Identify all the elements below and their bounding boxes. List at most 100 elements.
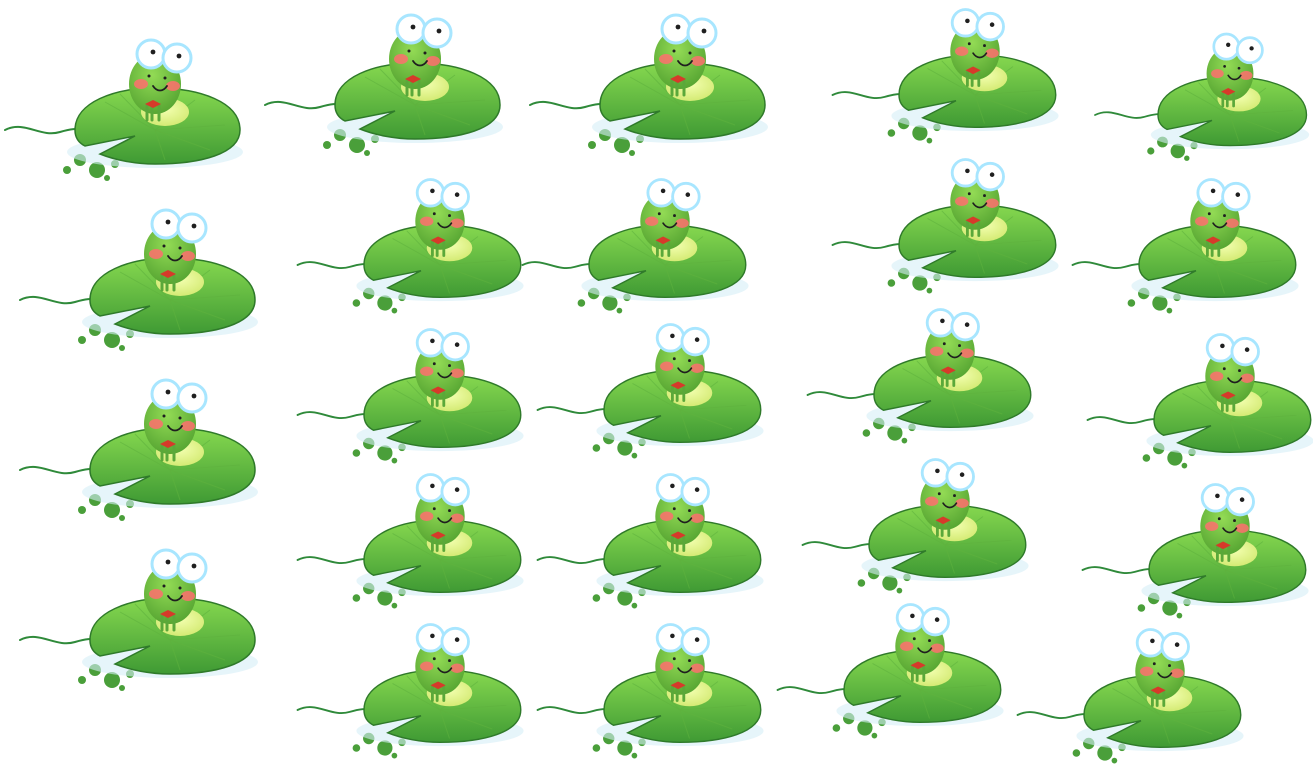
water-droplet: [391, 307, 398, 314]
frog-legs: [405, 79, 421, 97]
frog-dot: [983, 44, 986, 48]
pad-vein: [439, 704, 507, 711]
lily-pad-stem: [1086, 416, 1165, 425]
pad-vein: [944, 544, 955, 574]
frog-eye: [975, 11, 1005, 42]
pad-vein: [119, 441, 171, 471]
frog-dot: [672, 507, 676, 511]
frog-pupil: [701, 28, 707, 34]
frog-cheek: [930, 643, 944, 653]
pad-vein: [1112, 687, 1161, 716]
pad-vein: [1214, 264, 1268, 285]
bowtie-icon: [910, 661, 926, 670]
water-droplet: [629, 150, 635, 156]
frog-cheek: [149, 249, 163, 259]
frog-legs: [940, 370, 956, 387]
pad-vein: [679, 559, 690, 589]
water-droplet: [617, 440, 633, 456]
pad-vein: [406, 525, 441, 561]
lily-pad-stem: [806, 391, 885, 400]
frog-dot: [432, 507, 436, 511]
water-droplet: [592, 444, 601, 452]
frog: [415, 623, 473, 707]
water-droplet: [364, 150, 370, 156]
water-droplet: [352, 744, 361, 752]
lily-pad-stem: [1016, 711, 1095, 720]
pad-vein: [646, 525, 681, 561]
water-droplet: [862, 429, 871, 437]
frog-dot: [448, 659, 451, 663]
frog-legs: [160, 274, 176, 292]
lily-pad-stem: [19, 295, 101, 305]
frog-pupil: [934, 617, 940, 622]
pad-vein: [1159, 709, 1227, 716]
pad-vein: [379, 68, 416, 106]
pad-vein: [414, 104, 471, 126]
pad-vein: [392, 682, 441, 711]
frog-smile: [437, 667, 453, 674]
frog-smile: [677, 367, 693, 374]
pad-vein: [169, 634, 241, 641]
frog-pupil: [430, 188, 435, 194]
frog-eye: [1205, 333, 1236, 363]
frog-dot: [928, 639, 931, 643]
water-droplet: [887, 425, 903, 441]
pad-vein: [1229, 110, 1294, 116]
frog-cheek: [925, 496, 939, 507]
pad-vein: [974, 239, 1042, 246]
frog-cheek: [1205, 521, 1219, 532]
frog: [1135, 628, 1193, 712]
frog-dot: [672, 657, 676, 661]
frog-dot: [1168, 664, 1171, 668]
pad-vein: [104, 101, 156, 131]
frog-pupil: [910, 613, 915, 619]
frog-eye: [975, 161, 1005, 192]
bowtie-icon: [670, 681, 686, 690]
water-droplet: [352, 299, 361, 307]
frog-eye: [1225, 486, 1255, 517]
pad-vein: [169, 469, 181, 501]
water-droplet: [887, 129, 896, 137]
frog-on-lily-pad: [4, 38, 243, 181]
bowtie-icon: [405, 75, 421, 83]
bowtie-icon: [160, 610, 176, 618]
water-droplet: [349, 137, 365, 153]
frog-eye: [161, 42, 193, 74]
frog-smile: [437, 517, 453, 524]
frog-on-lily-pad: [1016, 628, 1244, 764]
frog-cheek: [690, 513, 704, 523]
lily-pad-stem: [1094, 111, 1168, 119]
pad-vein: [169, 639, 226, 661]
frog-legs: [430, 685, 446, 702]
frog-on-lily-pad: [831, 158, 1059, 294]
bowtie-icon: [670, 531, 686, 540]
frog-eye: [150, 208, 182, 240]
frog-eye: [895, 603, 926, 633]
frog-dot: [162, 244, 166, 248]
frog-on-lily-pad: [1094, 32, 1310, 161]
pad-vein: [439, 264, 493, 285]
frog-cheek: [166, 81, 180, 91]
frog-legs: [670, 385, 686, 402]
frog-smile: [1227, 74, 1242, 81]
frog-pupil: [191, 223, 197, 229]
frog-on-lily-pad: [801, 458, 1029, 594]
frog-eye: [1235, 36, 1264, 65]
frog-pupil: [989, 172, 995, 177]
frog-dot: [1217, 517, 1221, 521]
frog-dot: [178, 246, 182, 250]
frog: [144, 208, 208, 296]
frog-group: [4, 8, 1313, 764]
frog-cheek: [1211, 69, 1224, 79]
frog-pupil: [1174, 642, 1180, 647]
water-droplet: [119, 685, 125, 691]
water-droplet: [631, 752, 638, 759]
frog-pupil: [430, 633, 435, 639]
frog-cheek: [1195, 216, 1209, 227]
frog-on-lily-pad: [1071, 178, 1299, 314]
frog-cheek: [660, 661, 674, 672]
frog-eye: [950, 8, 981, 38]
frog-cheek: [1225, 218, 1239, 228]
frog-dot: [448, 509, 451, 513]
frog-cheek: [955, 196, 969, 207]
